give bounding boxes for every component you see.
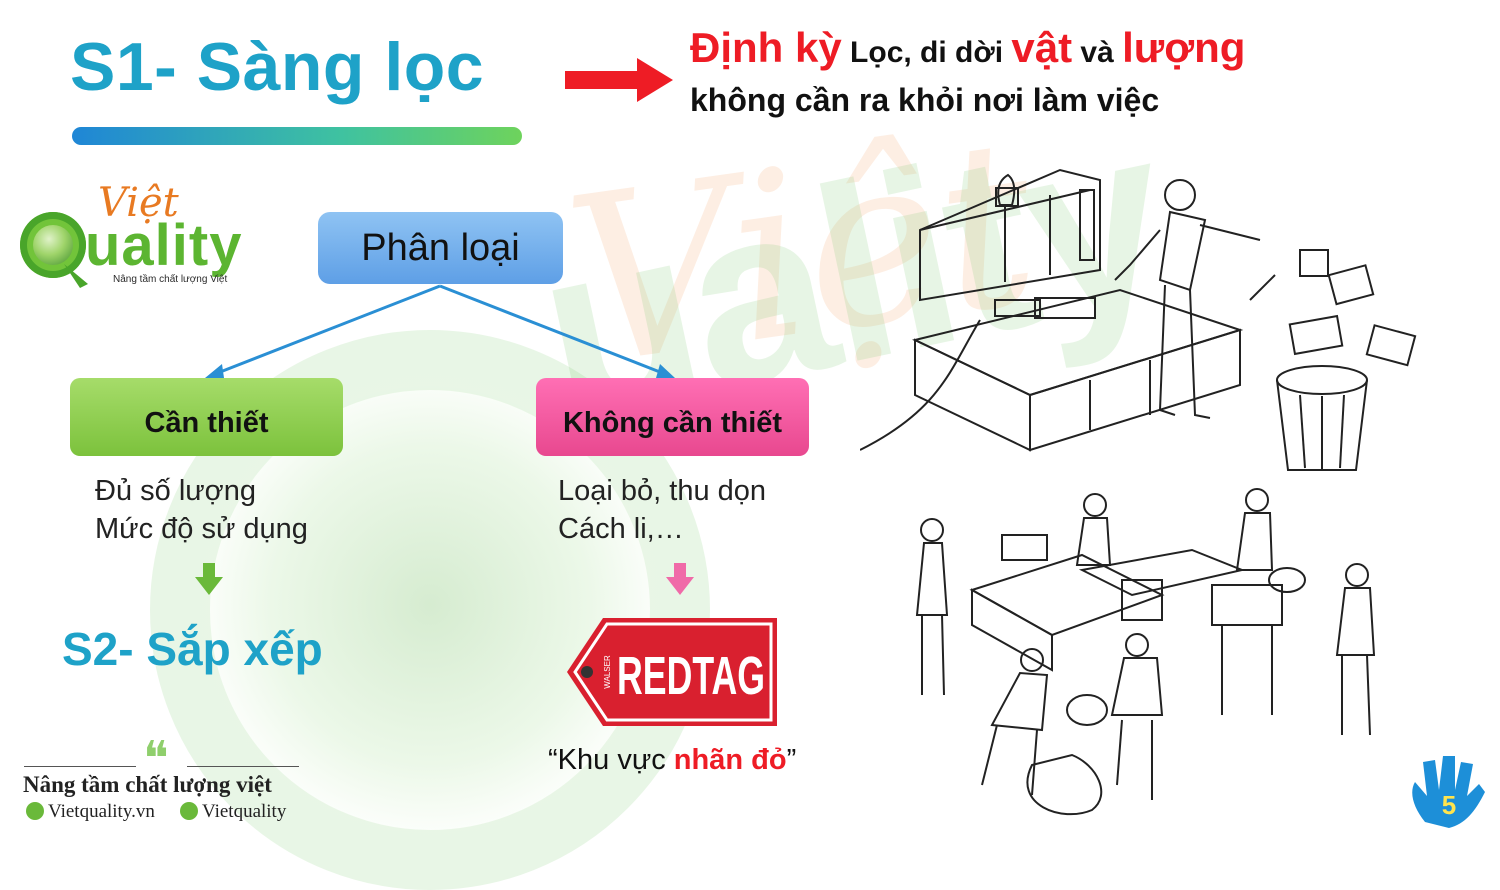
red-tag-icon: WALSER REDTAG <box>567 618 777 726</box>
necessary-details: Đủ số lượng Mức độ sử dụng <box>95 472 308 548</box>
red-tag-small-text: WALSER <box>603 655 612 689</box>
red-tag-text: REDTAG <box>617 646 765 706</box>
office-sorting-illustration <box>860 168 1417 471</box>
logo-uality: uality <box>85 213 243 278</box>
definition-line-2: không cần ra khỏi nơi làm việc <box>690 82 1160 118</box>
unnecessary-item: Loại bỏ, thu dọn <box>558 475 767 507</box>
unnecessary-item: Cách li,… <box>558 513 684 545</box>
next-step-s2: S2- Sắp xếp <box>62 623 323 675</box>
necessary-box: Cần thiết <box>70 378 343 456</box>
necessary-item: Đủ số lượng <box>95 475 256 507</box>
unnecessary-details: Loại bỏ, thu dọn Cách li,… <box>558 472 766 548</box>
definition-word-quantity: lượng <box>1122 24 1246 71</box>
caption-close: ” <box>786 744 797 776</box>
svg-text:5: 5 <box>1442 790 1456 820</box>
share-icon <box>26 802 44 820</box>
team-sorting-illustration <box>915 488 1376 816</box>
logo-viet: Việt <box>98 180 179 226</box>
footer-slogan: Nâng tầm chất lượng việt <box>23 772 272 797</box>
logo-globe-icon <box>33 225 73 265</box>
classify-box: Phân loại <box>318 212 563 284</box>
definition-text-2: và <box>1072 36 1123 69</box>
footer-facebook-label: Vietquality <box>202 801 287 822</box>
footer-rule-left <box>24 766 136 767</box>
classify-label: Phân loại <box>361 227 520 269</box>
definition-word-object: vật <box>1011 24 1073 71</box>
flow-connectors <box>195 284 694 595</box>
slide-title: S1- Sàng lọc <box>70 29 485 105</box>
necessary-label: Cần thiết <box>144 407 269 439</box>
five-s-hand-icon: 5 <box>1412 756 1485 828</box>
red-tag-area-caption: “Khu vực nhãn đỏ” <box>548 744 796 777</box>
footer-website-label: Vietquality.vn <box>48 801 155 822</box>
footer-rule-right <box>187 766 299 767</box>
facebook-icon <box>180 802 198 820</box>
definition-line-1: Định kỳ Lọc, di dời vật và lượng <box>690 24 1245 72</box>
right-arrow-icon <box>565 58 673 102</box>
caption-red-label: nhãn đỏ <box>673 744 787 776</box>
definition-text-1: Lọc, di dời <box>841 36 1012 69</box>
quote-mark-icon: ❝ <box>143 731 169 787</box>
unnecessary-label: Không cần thiết <box>562 407 783 439</box>
footer-facebook[interactable]: Vietquality <box>180 801 286 823</box>
footer-website[interactable]: Vietquality.vn <box>26 801 155 823</box>
logo-q-tail-icon <box>64 264 88 288</box>
unnecessary-box: Không cần thiết <box>536 378 809 456</box>
definition-word-periodic: Định kỳ <box>690 24 842 71</box>
logo-tagline: Nâng tầm chất lượng Việt <box>113 274 228 285</box>
caption-open: “Khu vực <box>548 744 674 776</box>
necessary-item: Mức độ sử dụng <box>95 513 308 545</box>
title-underline <box>72 127 522 145</box>
